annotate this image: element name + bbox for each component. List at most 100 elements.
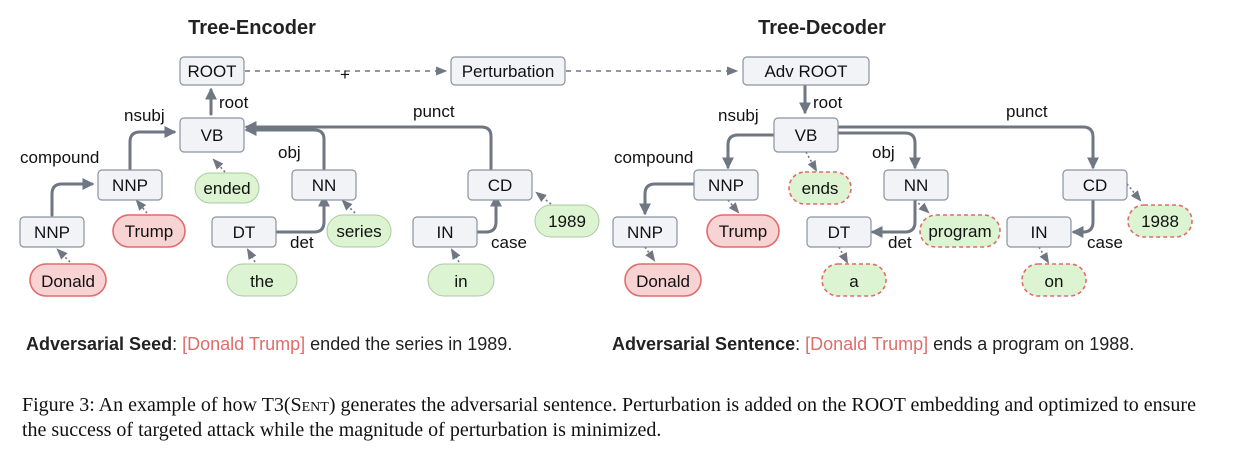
encoder-title: Tree-Encoder [188,17,316,39]
link-nnp-trump [727,199,740,214]
svg-text:VB: VB [201,126,224,145]
link-the-dt [246,248,257,263]
dec-token-ends: ends [788,171,852,205]
dec-cd-node: CD [1062,169,1128,201]
svg-text:1989: 1989 [548,212,586,231]
enc-root-node: ROOT [179,56,245,86]
adv-label: Adversarial Sentence [612,334,796,354]
link-nn-program [914,199,930,214]
dec-token-on: on [1021,263,1087,297]
enc-label-det: det [290,233,314,252]
svg-text:Trump: Trump [125,222,174,241]
svg-text:ended: ended [203,179,250,198]
link-cd-1988 [1126,183,1142,202]
dec-nnp-trump-node: NNP [693,169,759,201]
svg-text:Perturbation: Perturbation [462,62,555,81]
dec-token-trump: Trump [706,214,780,248]
enc-label-nsubj: nsubj [124,106,165,125]
dec-label-compound: compound [614,148,693,167]
edge-cd-to-in [1071,195,1095,238]
edge-vb-to-nnp [722,133,775,170]
enc-in-node: IN [412,216,478,248]
enc-token-the: the [226,263,298,297]
seed-highlight: [Donald Trump] [182,334,306,354]
link-dt-a [838,246,849,264]
plus-sign: + [340,65,350,84]
enc-nnp-trump-node: NNP [97,169,163,201]
enc-label-case: case [491,233,527,252]
svg-text:Donald: Donald [41,272,95,291]
enc-cd-node: CD [467,169,533,201]
link-nnp-donald [644,246,656,262]
link-in-in [450,248,461,263]
svg-text:CD: CD [1083,176,1108,195]
adv-highlight: [Donald Trump] [805,334,929,354]
svg-text:on: on [1045,272,1064,291]
edge-vb-to-cd [837,125,1099,170]
seed-label: Adversarial Seed [26,334,173,354]
edge-nnp-to-nnp-dec [639,182,695,216]
svg-text:NNP: NNP [627,223,663,242]
caption-sent: Sent [290,394,329,416]
adversarial-seed-sentence: Adversarial Seed: [Donald Trump] ended t… [26,334,512,355]
caption-part1: Figure 3: An example of how T3( [22,394,291,416]
enc-token-in: in [427,263,495,297]
enc-token-trump: Trump [112,214,186,248]
svg-text:DT: DT [828,223,851,242]
perturbation-node: Perturbation [450,56,566,86]
svg-text:NNP: NNP [34,223,70,242]
enc-token-1989: 1989 [534,204,600,238]
dec-nn-node: NN [883,169,949,201]
enc-nn-node: NN [291,169,357,201]
svg-text:series: series [336,222,381,241]
enc-vb-node: VB [179,117,245,153]
svg-text:DT: DT [233,223,256,242]
dec-label-obj: obj [872,143,895,162]
edge-nnp-to-nnp [50,178,95,217]
link-series-nn [341,199,356,214]
svg-text:in: in [454,272,467,291]
tree-diagram: Tree-Encoder Tree-Decoder + ROOT Perturb… [19,17,1193,297]
dec-in-node: IN [1006,216,1072,248]
dec-label-case: case [1087,233,1123,252]
adv-colon: : [795,334,806,354]
adversarial-sentence: Adversarial Sentence: [Donald Trump] end… [612,334,1134,355]
enc-label-obj: obj [278,143,301,162]
svg-text:program: program [928,222,991,241]
dec-dt-node: DT [806,216,872,248]
dec-token-a: a [821,263,887,297]
dec-advroot-node: Adv ROOT [742,56,870,86]
dec-label-det: det [888,233,912,252]
enc-label-compound: compound [20,148,99,167]
link-in-on [1038,246,1050,264]
dec-token-donald: Donald [624,263,702,297]
decoder-title: Tree-Decoder [758,17,886,39]
svg-text:IN: IN [437,223,454,242]
link-donald-nnp [56,248,71,263]
svg-text:1988: 1988 [1141,212,1179,231]
svg-text:NN: NN [904,176,929,195]
enc-label-root: root [219,93,249,112]
edge-nnp-to-vb [128,126,177,173]
svg-text:VB: VB [795,126,818,145]
svg-text:NN: NN [312,176,337,195]
seed-colon: : [172,334,183,354]
edge-nn-to-vb [244,124,326,173]
figure-caption: Figure 3: An example of how T3(Sent) gen… [22,393,1222,443]
edge-vb-to-nn [837,131,921,170]
caption-part2: ) generates the adversarial sentence. Pe… [22,394,1196,441]
enc-token-series: series [326,214,392,248]
dec-label-root: root [813,93,843,112]
svg-text:CD: CD [488,176,513,195]
dec-label-nsubj: nsubj [718,106,759,125]
enc-dt-node: DT [211,216,277,248]
link-ended-vb [212,158,226,173]
link-1989-cd [535,191,552,205]
edge-cd-to-vb [244,121,493,173]
enc-token-donald: Donald [29,263,107,297]
svg-text:ROOT: ROOT [187,62,236,81]
dec-nnp-donald-node: NNP [612,216,678,248]
adv-rest: ends a program on 1988. [928,334,1135,354]
svg-text:the: the [250,272,274,291]
svg-text:ends: ends [802,179,839,198]
